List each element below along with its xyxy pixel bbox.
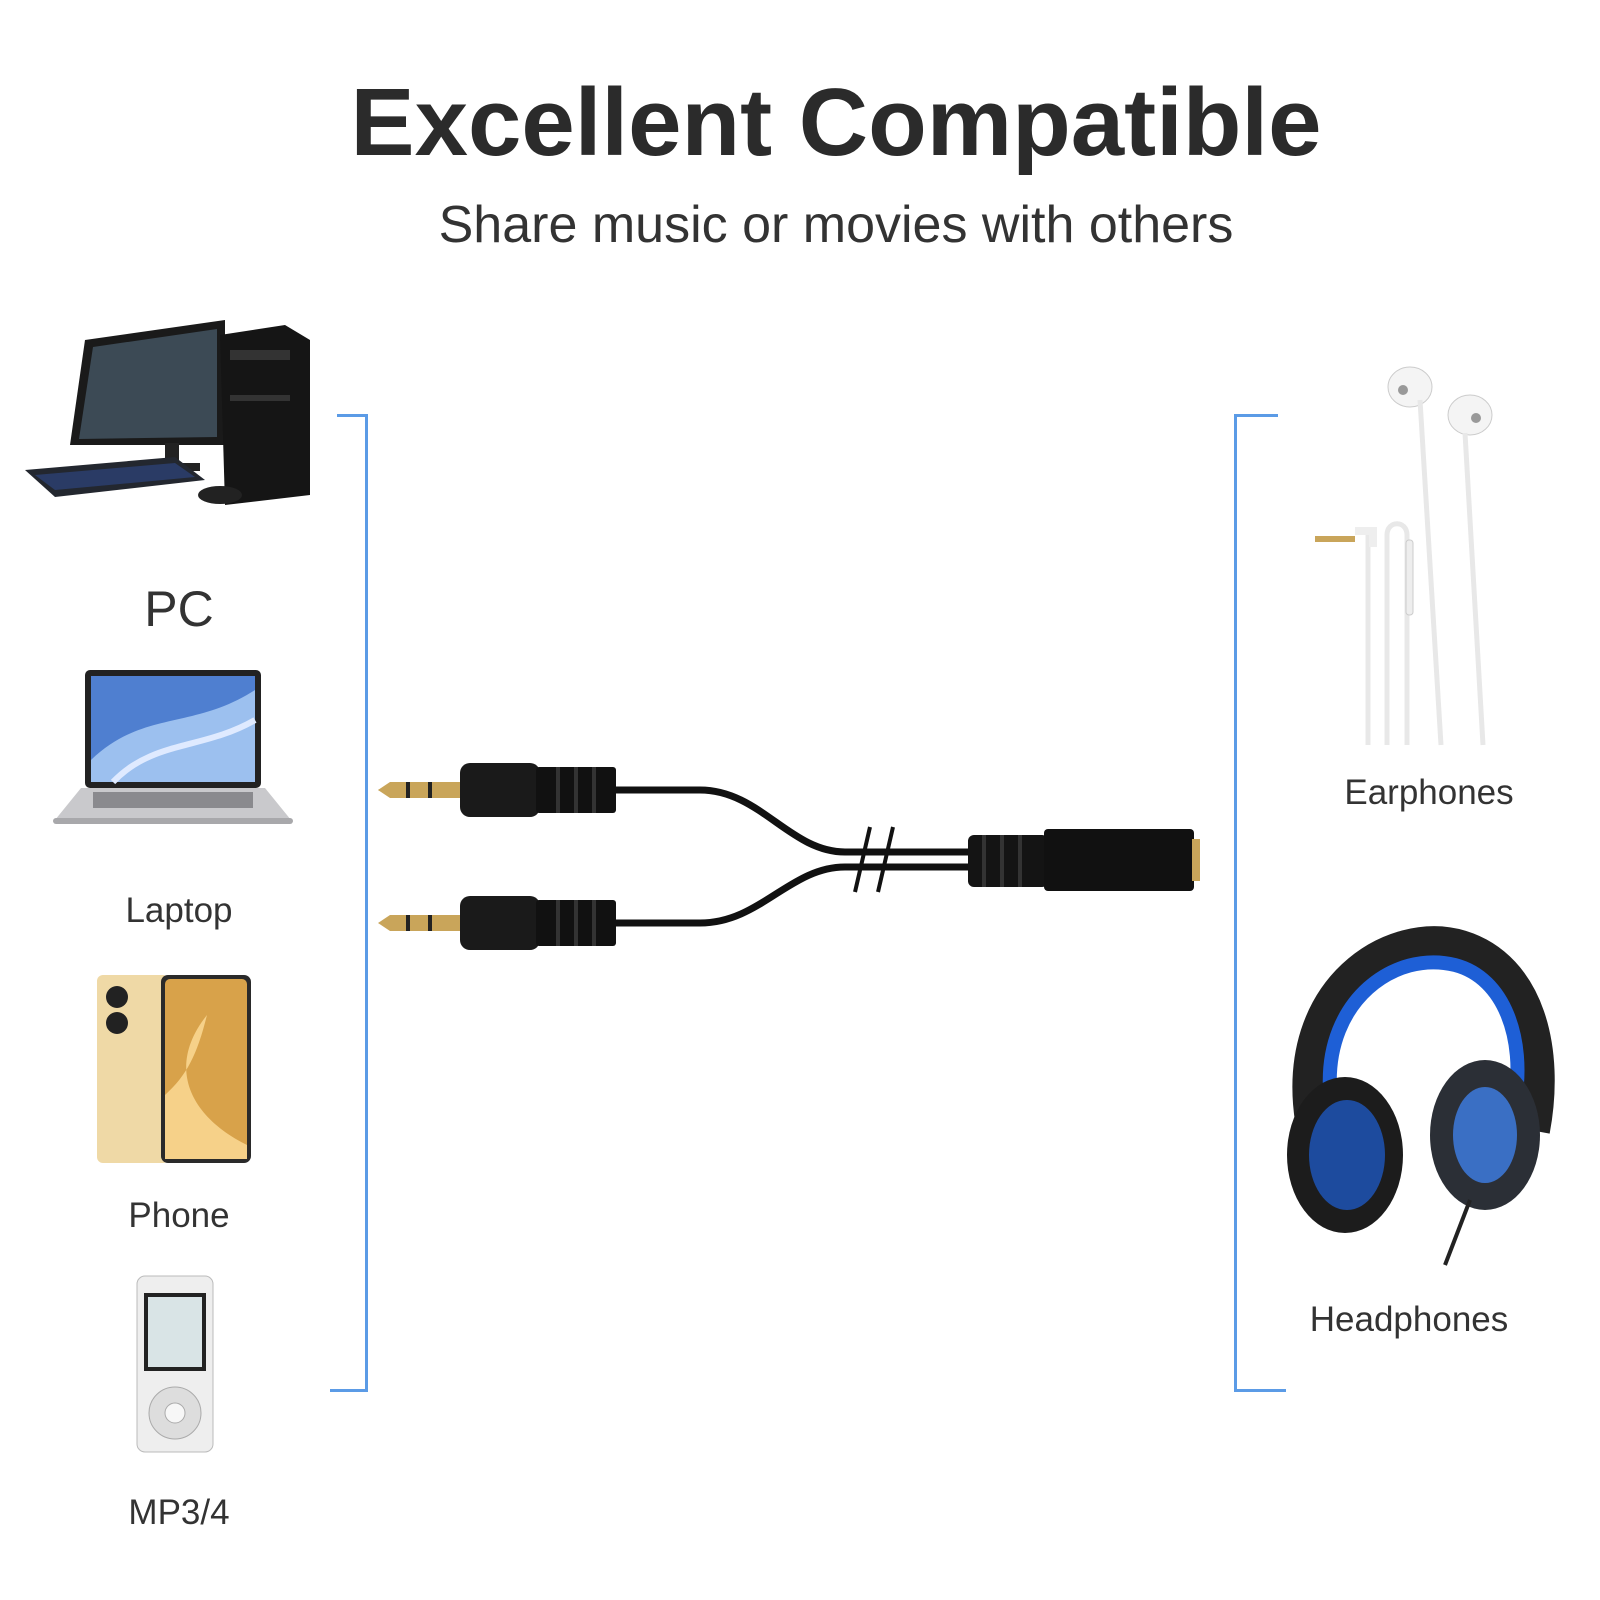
page-subtitle: Share music or movies with others (438, 196, 1234, 254)
cable-wires (615, 786, 975, 927)
device-label-earphones: Earphones (1344, 773, 1514, 812)
smartphone-icon (97, 975, 251, 1163)
left-bracket-bottom-tick (330, 1389, 368, 1392)
earphones-icon (1315, 366, 1493, 746)
left-bracket (365, 414, 368, 1392)
male-plug-bottom-icon (378, 896, 616, 950)
left-bracket-top-tick (337, 414, 368, 417)
page-title: Excellent Compatible (350, 69, 1322, 176)
laptop-icon (53, 670, 293, 824)
mp3-player-icon (136, 1275, 214, 1453)
device-label-pc: PC (144, 581, 214, 637)
device-label-phone: Phone (128, 1196, 230, 1235)
right-bracket (1234, 414, 1237, 1392)
headset-icon (1287, 926, 1555, 1266)
break-mark-icon (853, 826, 895, 893)
device-label-headphones: Headphones (1309, 1300, 1509, 1339)
device-label-mp3: MP3/4 (128, 1493, 230, 1532)
right-bracket-bottom-tick (1234, 1389, 1286, 1392)
female-jack-icon (968, 829, 1200, 891)
right-bracket-top-tick (1234, 414, 1278, 417)
device-label-laptop: Laptop (125, 891, 233, 930)
male-plug-top-icon (378, 763, 616, 817)
desktop-pc-icon (25, 320, 310, 505)
